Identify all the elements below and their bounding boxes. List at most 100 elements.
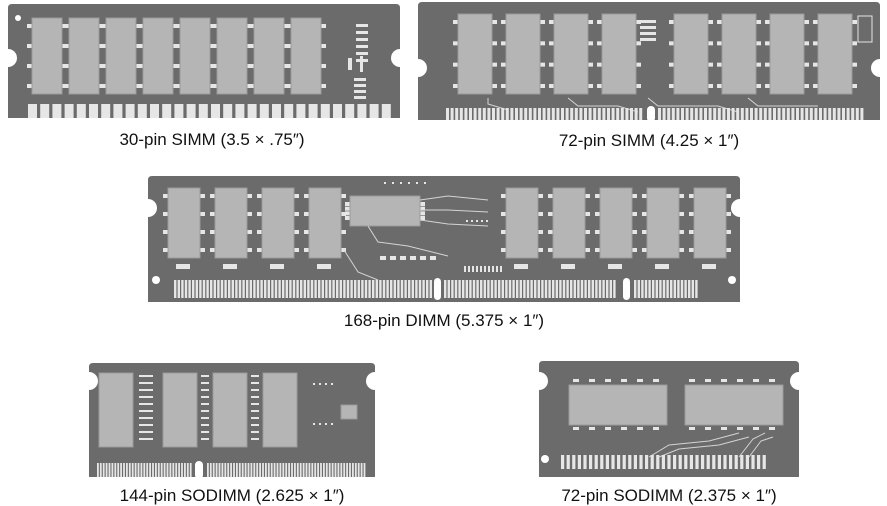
chip-lead	[813, 62, 819, 67]
edge-contact	[256, 463, 259, 477]
edge-contact	[851, 108, 855, 120]
edge-contact	[607, 108, 610, 120]
smd-component	[251, 403, 259, 405]
sodimm-72-pin-caption: 72-pin SODIMM (2.375 × 1″)	[561, 486, 777, 505]
key-notch	[195, 461, 203, 477]
edge-contact	[676, 108, 680, 120]
edge-contact	[300, 280, 303, 298]
smd-component	[251, 382, 259, 384]
smd-component	[139, 431, 153, 433]
chip-lead	[635, 20, 641, 24]
edge-contact	[670, 280, 673, 298]
edge-contact	[722, 108, 726, 120]
edge-contact	[855, 108, 859, 120]
edge-contact	[652, 280, 655, 298]
smd-component	[201, 396, 209, 398]
chip-lead	[537, 212, 543, 216]
chip-lead	[725, 230, 731, 234]
edge-contact	[595, 280, 598, 298]
edge-contact	[508, 280, 512, 298]
edge-contact	[207, 463, 209, 477]
chip-lead	[286, 44, 292, 48]
edge-contact	[105, 463, 108, 477]
edge-contact	[846, 108, 850, 120]
chip-lead	[584, 248, 590, 252]
edge-contact	[221, 463, 224, 477]
memory-chip	[214, 187, 248, 259]
edge-contact	[712, 455, 716, 469]
edge-contact	[397, 280, 400, 298]
edge-contact	[562, 280, 566, 298]
solder-point	[319, 423, 321, 425]
edge-contact	[478, 108, 482, 120]
edge-contact	[271, 280, 274, 298]
edge-contact	[706, 455, 710, 469]
edge-contact	[242, 280, 245, 298]
edge-contact	[690, 108, 694, 120]
chip-lead	[765, 41, 771, 46]
edge-contact	[699, 108, 703, 120]
smd-component	[484, 266, 486, 272]
edge-contact	[149, 463, 151, 477]
edge-contact	[259, 104, 269, 118]
chip-lead	[501, 194, 507, 198]
smd-component	[500, 266, 502, 272]
solder-point	[325, 423, 327, 425]
edge-contact	[160, 463, 163, 477]
chip-lead	[246, 212, 252, 216]
edge-contact	[192, 280, 195, 298]
chip-lead	[64, 84, 70, 88]
edge-contact	[40, 104, 50, 118]
memory-chip	[68, 17, 100, 95]
edge-contact	[555, 280, 558, 298]
chip-lead	[345, 202, 351, 206]
chip-lead	[286, 84, 292, 88]
edge-contact	[579, 108, 583, 120]
edge-contact	[501, 108, 505, 120]
edge-contact	[188, 280, 191, 298]
edge-contact	[734, 455, 738, 469]
edge-contact	[594, 455, 598, 469]
chip-lead	[293, 194, 299, 198]
memory-chip	[684, 384, 784, 426]
edge-contact	[823, 108, 827, 120]
chip-lead	[689, 379, 695, 382]
chip-lead	[737, 379, 743, 382]
edge-contact	[469, 108, 472, 120]
edge-contact	[762, 455, 766, 469]
chip-lead	[705, 427, 711, 430]
smd-component	[354, 84, 366, 87]
solder-point	[384, 182, 386, 184]
smd-component	[608, 264, 622, 269]
edge-contact	[120, 463, 122, 477]
edge-contact	[472, 280, 476, 298]
chip-lead	[669, 20, 675, 24]
solder-point	[471, 220, 473, 222]
chip-lead	[491, 41, 497, 46]
edge-contact	[143, 463, 146, 477]
chip-lead	[755, 20, 761, 24]
edge-contact	[487, 108, 491, 120]
chip-lead	[246, 248, 252, 252]
chip-lead	[249, 64, 255, 68]
edge-contact	[256, 280, 260, 298]
chip-lead	[501, 20, 507, 24]
edge-contact	[551, 108, 555, 120]
edge-contact	[606, 280, 609, 298]
chip-lead	[340, 230, 346, 234]
edge-contact	[382, 280, 386, 298]
smd-component	[176, 264, 190, 269]
smd-component	[139, 438, 153, 440]
edge-contact	[446, 108, 449, 120]
memory-chip	[179, 17, 211, 95]
edge-contact	[786, 108, 790, 120]
edge-contact	[349, 463, 351, 477]
chip-lead	[803, 41, 809, 46]
edge-contact	[291, 463, 293, 477]
edge-contact	[565, 108, 569, 120]
edge-contact	[343, 463, 346, 477]
edge-contact	[375, 280, 378, 298]
memory-chip	[262, 372, 298, 448]
edge-contact	[284, 104, 294, 118]
chip-lead	[246, 194, 252, 198]
